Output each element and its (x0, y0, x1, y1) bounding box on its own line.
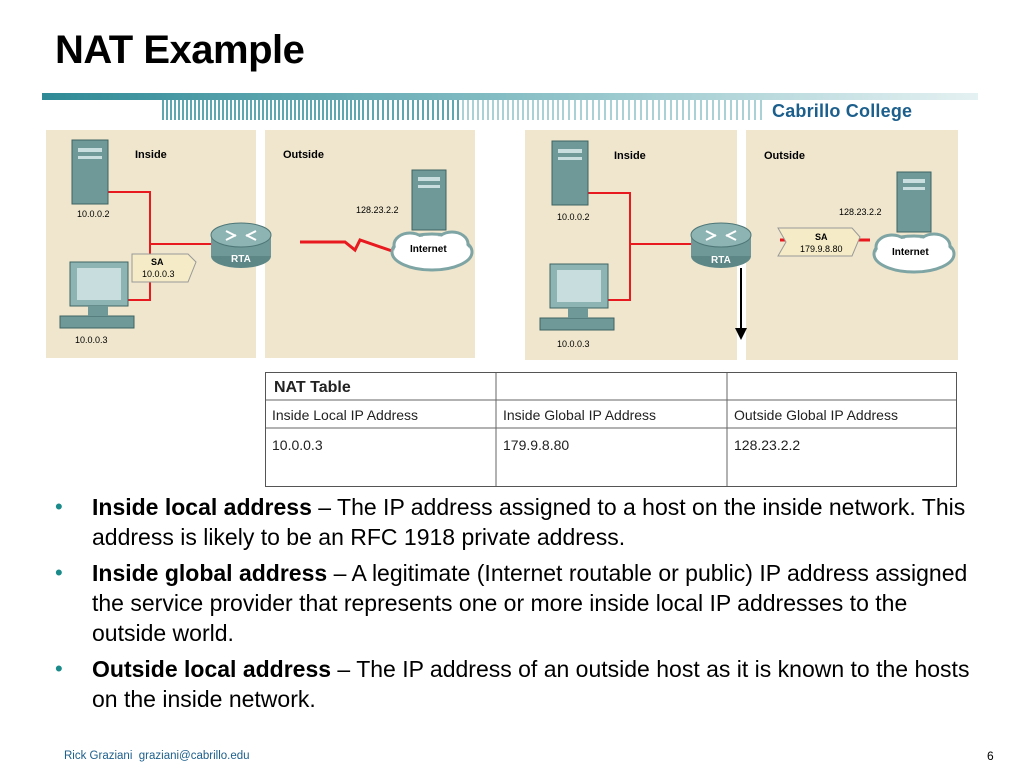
pc-link (608, 244, 631, 301)
inside-label: Inside (135, 149, 167, 161)
nat-diagram: Inside Outside 10.0.0.2 10.0.0.3 SA 10.0… (46, 130, 958, 360)
packet-title: SA (151, 257, 164, 267)
bullet-term: Outside local address (92, 656, 332, 682)
bullet-text: – The IP address assigned to a host on t… (92, 494, 966, 550)
page-number: 6 (987, 749, 994, 763)
bullet-text: – The IP address of an outside host as i… (92, 656, 970, 712)
server-ip: 10.0.0.2 (557, 212, 590, 222)
outside-label: Outside (283, 149, 324, 161)
nat-table-header: Inside Local IP Address (272, 407, 419, 423)
brand-logo-text: Cabrillo College (772, 101, 913, 121)
footer-author: Rick Graziani graziani@cabrillo.edu (64, 750, 250, 762)
nat-table-cell: 128.23.2.2 (734, 437, 801, 453)
router-label: RTA (231, 254, 251, 265)
pc-icon (539, 263, 615, 331)
cloud-label: Internet (892, 247, 929, 258)
nat-table: NAT Table Inside Local IP Address Inside… (265, 372, 957, 487)
footer-email: graziani@cabrillo.edu (138, 750, 250, 762)
remote-server-icon (411, 169, 447, 231)
remote-server-icon (896, 171, 932, 233)
server-icon (551, 140, 589, 206)
server-ip: 10.0.0.2 (77, 209, 110, 219)
bullet-list: • Inside local address – The IP address … (55, 492, 975, 720)
wan-link (300, 238, 396, 254)
remote-ip: 128.23.2.2 (839, 207, 882, 217)
server-link (588, 192, 693, 245)
packet-icon (777, 227, 861, 257)
bullet-icon: • (55, 656, 63, 681)
header-banner (42, 93, 978, 120)
remote-ip: 128.23.2.2 (356, 205, 399, 215)
router-label: RTA (711, 255, 731, 266)
footer-author-name: Rick Graziani (64, 750, 133, 762)
diagram-left: Inside Outside 10.0.0.2 10.0.0.3 SA 10.0… (46, 130, 475, 358)
nat-table-cell: 10.0.0.3 (272, 437, 323, 453)
bullet-term: Inside local address (92, 494, 312, 520)
bullet-icon: • (55, 494, 63, 519)
nat-table-grid (266, 373, 956, 486)
server-icon (71, 139, 109, 205)
nat-table-title: NAT Table (274, 379, 351, 396)
bullet-icon: • (55, 560, 63, 585)
pc-ip: 10.0.0.3 (75, 335, 108, 345)
server-link (108, 191, 213, 245)
packet-title: SA (815, 232, 828, 242)
inside-label: Inside (614, 150, 646, 162)
nat-arrow-icon (735, 268, 747, 340)
bullet-item: • Outside local address – The IP address… (55, 654, 975, 714)
bullet-item: • Inside local address – The IP address … (55, 492, 975, 552)
router-icon (690, 222, 752, 268)
router-icon (210, 222, 272, 268)
diagram-right: Inside Outside 10.0.0.2 10.0.0.3 RTA (525, 130, 958, 360)
packet-icon (131, 253, 197, 283)
internet-cloud-icon (390, 230, 474, 272)
bullet-term: Inside global address (92, 560, 328, 586)
nat-table-cell: 179.9.8.80 (503, 437, 570, 453)
pc-icon (59, 261, 135, 329)
nat-table-header: Inside Global IP Address (503, 407, 657, 423)
pc-ip: 10.0.0.3 (557, 339, 590, 349)
internet-cloud-icon (872, 232, 956, 274)
outside-label: Outside (764, 150, 805, 162)
slide-title: NAT Example (55, 28, 305, 72)
cloud-label: Internet (410, 244, 447, 255)
packet-addr: 10.0.0.3 (142, 269, 175, 279)
packet-addr: 179.9.8.80 (800, 244, 843, 254)
nat-table-header: Outside Global IP Address (734, 407, 898, 423)
bullet-text: – A legitimate (Internet routable or pub… (92, 560, 968, 646)
bullet-item: • Inside global address – A legitimate (… (55, 558, 975, 648)
